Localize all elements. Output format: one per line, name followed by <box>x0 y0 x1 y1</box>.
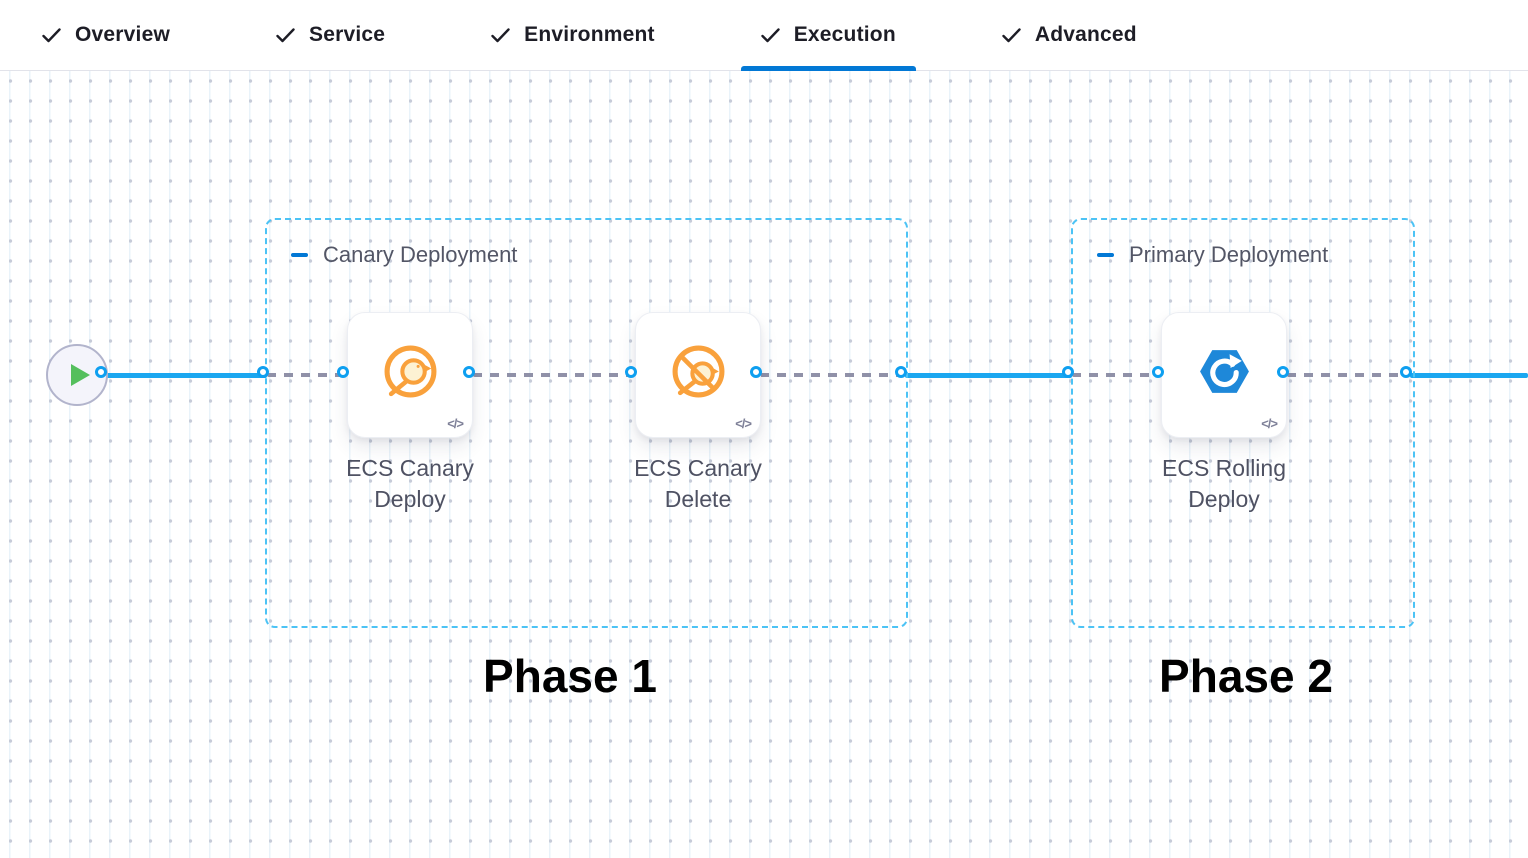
connector-line-dashed <box>1072 373 1162 377</box>
connector-line-dashed <box>760 373 905 377</box>
tab-service[interactable]: Service <box>256 0 405 70</box>
step-label: ECS Canary Delete <box>634 455 762 512</box>
check-icon <box>1002 27 1021 42</box>
stage-config-tabbar: Overview Service Environment Execution A… <box>0 0 1528 71</box>
connector-port[interactable] <box>625 366 637 378</box>
check-icon <box>42 27 61 42</box>
connector-port[interactable] <box>895 366 907 378</box>
group-label: Canary Deployment <box>323 242 518 267</box>
connector-port[interactable] <box>1400 366 1412 378</box>
connector-line-dashed <box>473 373 635 377</box>
phase-2-annotation: Phase 2 <box>1159 650 1333 702</box>
tab-label: Overview <box>75 23 170 46</box>
play-icon <box>71 364 90 386</box>
tab-label: Service <box>309 23 386 46</box>
tab-label: Execution <box>793 23 896 46</box>
group-label: Primary Deployment <box>1129 242 1329 267</box>
execution-canvas[interactable]: Canary Deployment Primary Deployment </> <box>0 71 1528 858</box>
collapse-group-icon[interactable] <box>291 253 308 257</box>
step-label: ECS Rolling Deploy <box>1162 455 1286 512</box>
group-header: Canary Deployment <box>291 242 517 268</box>
connector-port[interactable] <box>1062 366 1074 378</box>
connector-port[interactable] <box>337 366 349 378</box>
check-icon <box>491 27 510 42</box>
tab-execution[interactable]: Execution <box>740 0 917 71</box>
phase-1-annotation: Phase 1 <box>483 650 657 702</box>
connector-port[interactable] <box>463 366 475 378</box>
step-card-ecs-canary-deploy[interactable]: </> <box>347 312 473 438</box>
connector-port[interactable] <box>1277 366 1289 378</box>
tab-label: Environment <box>524 23 655 46</box>
connector-line-solid <box>905 373 1072 378</box>
connector-port[interactable] <box>1152 366 1164 378</box>
code-badge-icon: </> <box>447 416 464 431</box>
step-label: ECS Canary Deploy <box>346 455 474 512</box>
connector-line-solid <box>1410 373 1528 378</box>
code-badge-icon: </> <box>735 416 752 431</box>
step-group-primary-deployment: Primary Deployment <box>1071 218 1415 628</box>
connector-line-solid <box>105 373 267 378</box>
code-badge-icon: </> <box>1261 416 1278 431</box>
ecs-rolling-deploy-icon <box>1199 349 1249 393</box>
connector-port[interactable] <box>95 366 107 378</box>
check-icon <box>761 27 780 42</box>
connector-port[interactable] <box>750 366 762 378</box>
tab-label: Advanced <box>1034 23 1137 46</box>
group-header: Primary Deployment <box>1097 242 1328 268</box>
step-card-ecs-rolling-deploy[interactable]: </> <box>1161 312 1287 438</box>
tab-advanced[interactable]: Advanced <box>982 0 1157 70</box>
connector-line-dashed <box>267 373 347 377</box>
step-group-canary-deployment: Canary Deployment <box>265 218 908 628</box>
step-card-ecs-canary-delete[interactable]: </> <box>635 312 761 438</box>
collapse-group-icon[interactable] <box>1097 253 1114 257</box>
ecs-canary-deploy-icon <box>384 345 436 397</box>
check-icon <box>276 27 295 42</box>
ecs-canary-delete-icon <box>672 345 724 397</box>
tab-environment[interactable]: Environment <box>471 0 675 70</box>
tab-overview[interactable]: Overview <box>22 0 190 70</box>
connector-port[interactable] <box>257 366 269 378</box>
connector-line-dashed <box>1287 373 1410 377</box>
